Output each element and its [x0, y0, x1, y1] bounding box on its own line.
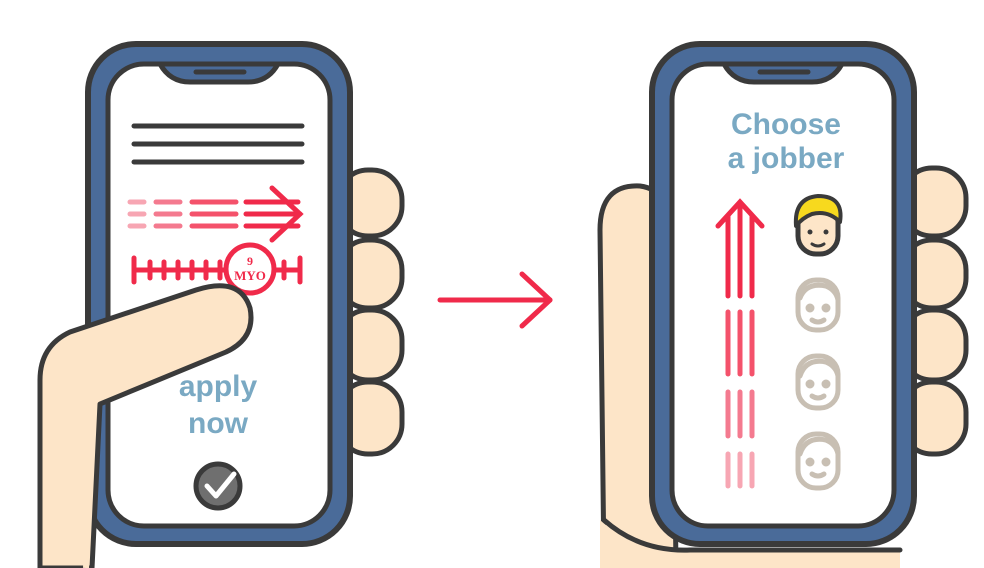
left-hand-thumb [37, 283, 254, 568]
text-lines [131, 123, 305, 165]
left-hand-fingers [335, 167, 405, 457]
timeline-marker-top: 9 [247, 254, 253, 268]
apply-label-line2[interactable]: now [188, 407, 249, 440]
right-hand-fingers [899, 165, 969, 457]
rank-arrow-icon [715, 198, 765, 489]
timeline-marker-bottom: MYO [234, 268, 266, 283]
check-circle-icon[interactable] [193, 461, 243, 511]
progress-arrow-icon [127, 185, 304, 243]
jobber-avatar-3[interactable] [795, 353, 841, 411]
next-arrow-icon [437, 271, 553, 329]
right-phone: Choose a jobber [597, 41, 969, 568]
choose-title-line2: a jobber [728, 142, 845, 175]
jobber-avatar-4[interactable] [795, 431, 841, 491]
apply-label-line1[interactable]: apply [179, 370, 258, 403]
jobber-avatar-2[interactable] [795, 277, 841, 333]
timeline-marker [223, 242, 277, 296]
left-phone: 9 MYO apply now [37, 41, 405, 568]
choose-title-line1: Choose [731, 108, 841, 141]
right-hand-front [600, 520, 900, 568]
jobber-avatar-selected[interactable] [793, 194, 843, 257]
